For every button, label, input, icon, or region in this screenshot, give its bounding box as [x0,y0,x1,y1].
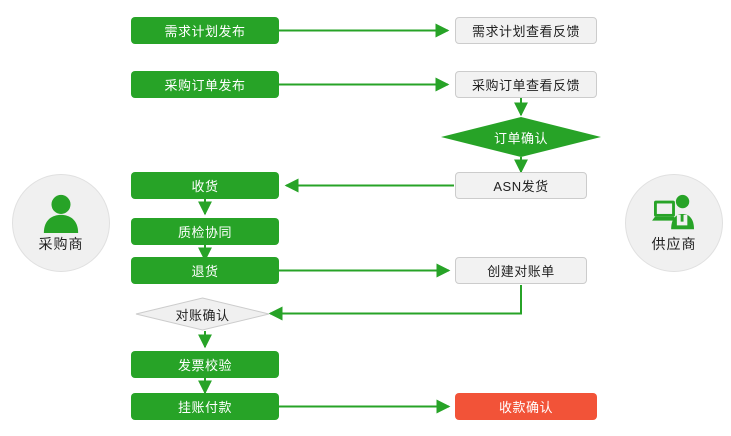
node-label: 采购订单发布 [164,78,246,93]
node-demand-plan-publish[interactable]: 需求计划发布 [131,17,279,44]
node-label: 发票校验 [177,358,232,373]
node-label: 采购订单查看反馈 [471,78,580,93]
diamond-shape-green [441,117,601,157]
node-create-statement[interactable]: 创建对账单 [455,257,587,284]
person-icon [43,194,79,233]
actor-supplier[interactable]: 供应商 [625,174,723,272]
node-statement-confirm[interactable]: 对账确认 [135,297,270,331]
node-label: 创建对账单 [487,264,555,279]
actor-buyer[interactable]: 采购商 [12,174,110,272]
node-receive-goods[interactable]: 收货 [131,172,279,199]
node-asn-shipment[interactable]: ASN发货 [455,172,587,199]
node-receipt-confirm[interactable]: 收款确认 [455,393,597,420]
node-label: 需求计划查看反馈 [471,24,580,39]
node-label: 质检协同 [177,225,232,240]
node-label: ASN发货 [493,179,549,194]
edge-statement-to-confirm [268,285,522,321]
node-quality-collab[interactable]: 质检协同 [131,218,279,245]
node-label: 收货 [191,179,219,194]
node-payment-posting[interactable]: 挂账付款 [131,393,279,420]
node-order-confirm[interactable]: 订单确认 [441,117,601,157]
node-demand-plan-feedback[interactable]: 需求计划查看反馈 [455,17,597,44]
node-purchase-order-feedback[interactable]: 采购订单查看反馈 [455,71,597,98]
node-label: 需求计划发布 [164,24,246,39]
node-label: 收款确认 [498,400,553,415]
node-return-goods[interactable]: 退货 [131,257,279,284]
node-label: 退货 [191,264,219,279]
actor-buyer-label: 采购商 [38,235,84,252]
person-at-computer-icon [652,194,694,229]
node-invoice-check[interactable]: 发票校验 [131,351,279,378]
node-purchase-order-publish[interactable]: 采购订单发布 [131,71,279,98]
node-label: 挂账付款 [177,400,232,415]
diamond-shape-white [135,297,270,331]
actor-supplier-label: 供应商 [651,235,697,252]
